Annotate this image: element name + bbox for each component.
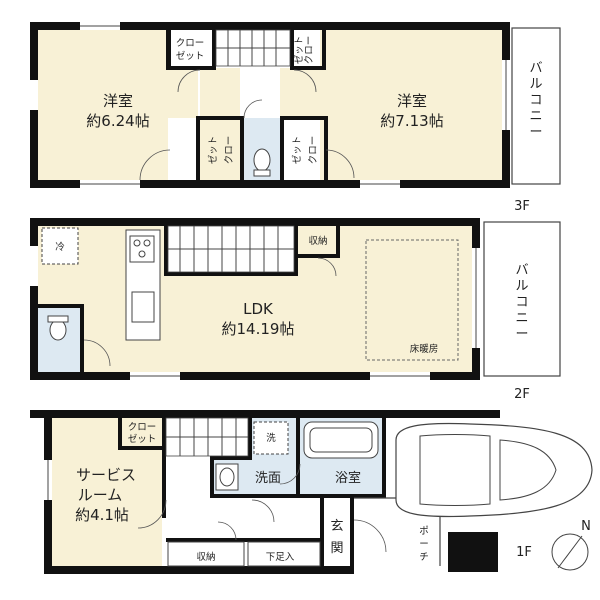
toilet-icon <box>47 315 69 341</box>
meter-box <box>448 532 498 572</box>
car-icon <box>395 422 593 518</box>
sink-icon <box>131 291 155 323</box>
floor-label-3f: 3F <box>514 199 530 214</box>
fridge-label: 冷 <box>55 241 65 253</box>
washing-machine-space <box>253 421 289 455</box>
svg-text:コ: コ <box>529 93 542 108</box>
svg-text:チ: チ <box>419 552 429 563</box>
compass-north-label: N <box>581 519 591 534</box>
svg-text:玄: 玄 <box>330 519 343 534</box>
room-name-3f-east: 洋室 <box>397 92 427 110</box>
svg-text:ポ: ポ <box>419 526 429 537</box>
entrance-door <box>353 519 387 553</box>
floor-1f: N サービス ルーム 約4.1帖 クロー ゼット 洗 洗面 浴室 玄 関 ポ ー… <box>30 410 593 574</box>
svg-text:ニ: ニ <box>529 109 542 124</box>
closet-label-3f-a: クロー <box>176 38 205 49</box>
compass-icon: N <box>551 519 591 571</box>
stove-icon <box>129 235 155 263</box>
room-size-3f-east: 約7.13帖 <box>380 112 443 130</box>
svg-text:ゼット: ゼット <box>207 136 219 165</box>
refrigerator: 冷 <box>41 227 79 265</box>
entrance-label: 玄 関 <box>330 519 343 556</box>
svg-text:ー: ー <box>419 539 429 550</box>
svg-text:ー: ー <box>529 125 542 140</box>
svg-text:ゼット: ゼット <box>291 136 303 165</box>
kitchen-counter <box>125 229 161 341</box>
service-room-name-line2: ルーム <box>78 486 123 504</box>
balcony-2f <box>483 221 561 377</box>
staircase-2f <box>167 225 295 273</box>
floor-heating-area <box>365 239 459 361</box>
balcony-3f <box>511 27 561 185</box>
floor-heating-label: 床暖房 <box>410 343 439 355</box>
western-room-3f-east-floor <box>320 30 502 180</box>
svg-text:バ: バ <box>515 263 528 278</box>
room-name-3f-west: 洋室 <box>103 92 133 110</box>
toilet-icon <box>253 148 271 177</box>
shoe-storage-label: 下足入 <box>266 552 295 563</box>
floor-label-2f: 2F <box>514 387 530 402</box>
service-room-floor <box>52 418 162 568</box>
bathtub-icon <box>303 421 379 459</box>
staircase-3f <box>215 29 291 67</box>
svg-text:ゼット: ゼット <box>128 433 157 445</box>
western-room-3f-west-floor <box>38 30 168 180</box>
door-3f-west <box>139 149 171 181</box>
balcony-label-2f: バ ル コ ニ ー <box>515 263 528 342</box>
floor-2f: 冷 <box>30 218 561 402</box>
floor-3f: 洋室 約6.24帖 洋室 約7.13帖 クロー ゼット クロー ゼット クロー … <box>30 22 561 214</box>
ldk-name: LDK <box>243 300 274 318</box>
svg-text:ル: ル <box>515 279 528 294</box>
service-room-name-line1: サービス <box>76 466 136 484</box>
svg-text:コ: コ <box>515 295 528 310</box>
svg-text:ゼット: ゼット <box>293 36 305 65</box>
washroom-label: 洗面 <box>255 471 281 486</box>
storage-label-1f: 収納 <box>196 551 215 563</box>
closet-label-3f-c: クロー <box>224 136 235 165</box>
staircase-1f <box>165 417 249 457</box>
bathroom-label: 浴室 <box>335 470 361 486</box>
laundry-label: 洗 <box>266 432 276 444</box>
storage-1f <box>167 541 245 567</box>
shoe-storage <box>247 541 321 567</box>
svg-text:ル: ル <box>529 77 542 92</box>
closet-label-3f-b: クロー <box>304 36 315 65</box>
balcony-label-3f: バ ル コ ニ ー <box>529 61 542 140</box>
svg-text:関: 関 <box>330 541 343 556</box>
svg-text:ニ: ニ <box>515 311 528 326</box>
storage-label-2f: 収納 <box>308 235 327 247</box>
closet-label-3f-d: クロー <box>308 136 319 165</box>
svg-text:バ: バ <box>529 61 542 76</box>
closet-label-1f: クロー <box>128 422 157 433</box>
floor-label-1f: 1F <box>516 545 532 560</box>
room-size-3f-west: 約6.24帖 <box>86 112 149 130</box>
porch-label: ポ ー チ <box>419 526 429 563</box>
service-room-size: 約4.1帖 <box>75 506 129 524</box>
wash-basin-icon <box>215 463 239 491</box>
ldk-size: 約14.19帖 <box>222 320 295 338</box>
svg-text:ゼット: ゼット <box>176 50 205 62</box>
svg-text:ー: ー <box>515 327 528 342</box>
